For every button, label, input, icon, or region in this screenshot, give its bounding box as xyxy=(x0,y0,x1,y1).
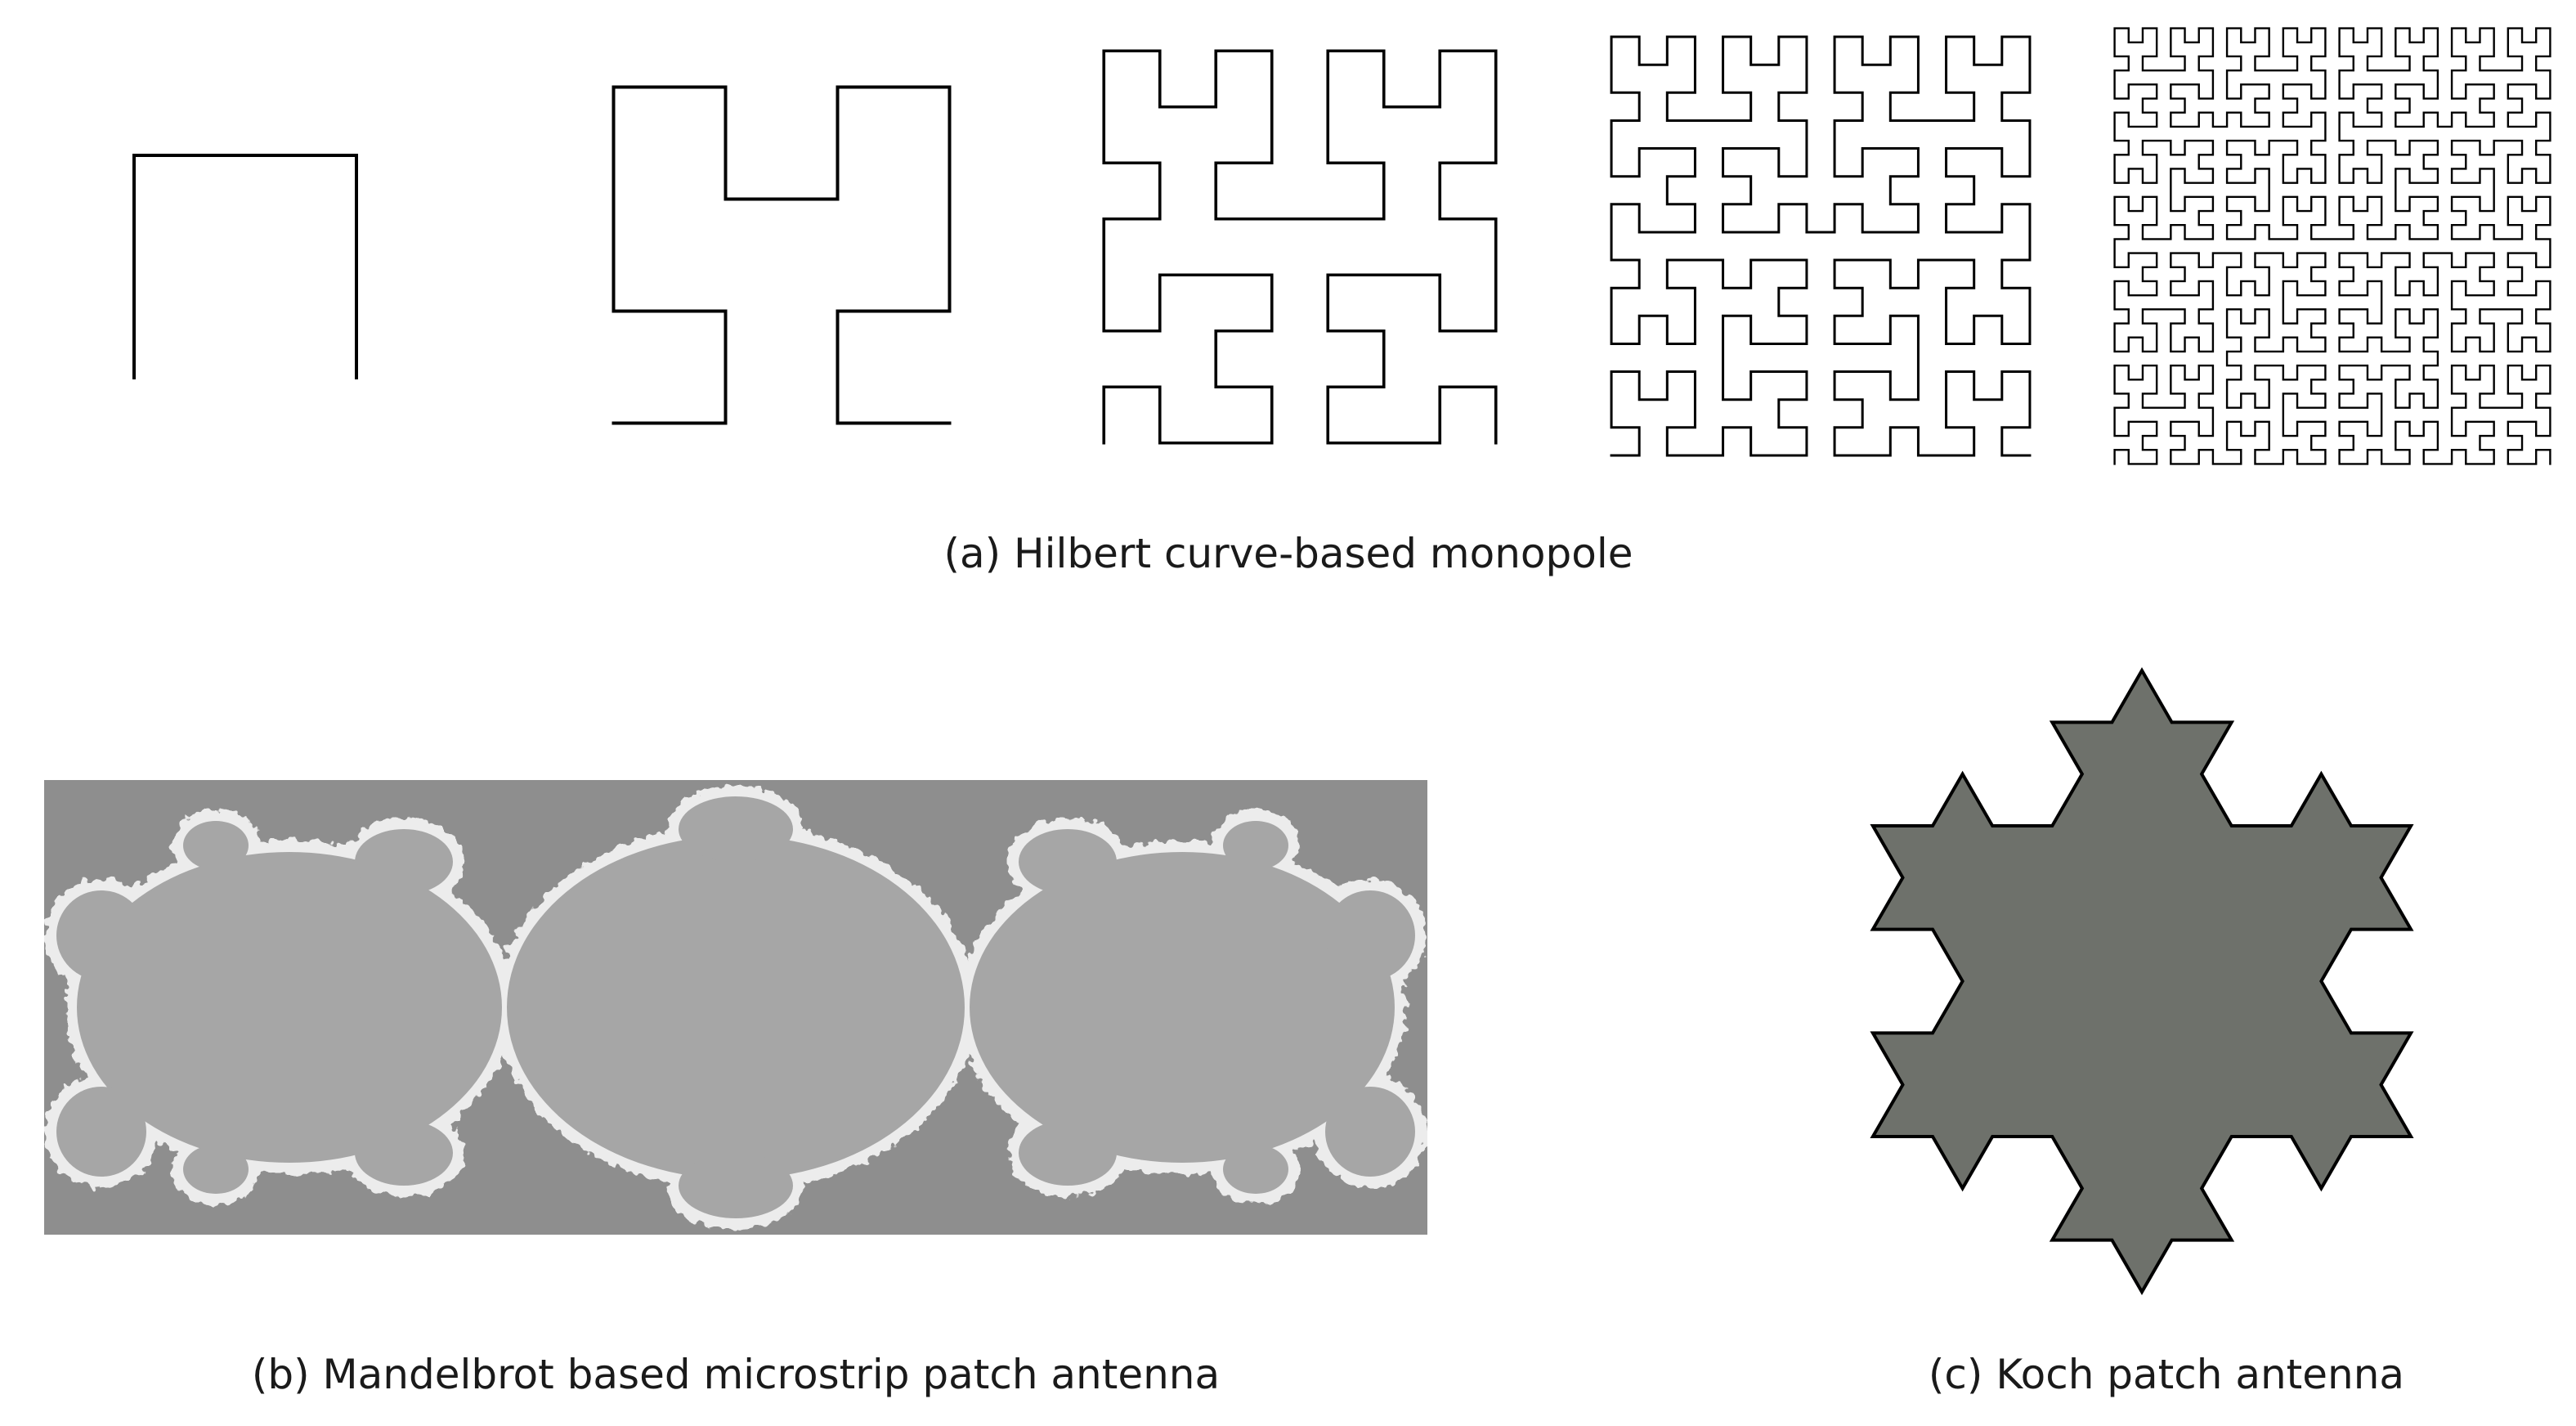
patch-main-lobe xyxy=(77,852,502,1163)
patch-side-bulb xyxy=(679,796,793,862)
patch-side-bulb xyxy=(1325,1087,1415,1177)
caption-hilbert: (a) Hilbert curve-based monopole xyxy=(943,530,1633,577)
hilbert-curve-order-2 xyxy=(612,85,952,425)
koch-snowflake-patch xyxy=(1870,667,2414,1295)
patch-side-bulb xyxy=(183,1145,249,1194)
caption-koch: (c) Koch patch antenna xyxy=(1928,1351,2405,1398)
hilbert-path xyxy=(2113,27,2551,465)
patch-side-bulb xyxy=(183,821,249,870)
hilbert-curve-order-1 xyxy=(132,154,358,379)
patch-side-bulb xyxy=(1223,821,1288,870)
caption-mandelbrot: (b) Mandelbrot based microstrip patch an… xyxy=(251,1351,1221,1398)
patch-side-bulb xyxy=(56,1087,146,1177)
hilbert-curve-order-3 xyxy=(1102,49,1498,445)
patch-main-lobe xyxy=(507,836,965,1179)
patch-side-bulb xyxy=(56,890,146,980)
hilbert-path xyxy=(612,85,952,425)
patch-side-bulb xyxy=(1223,1145,1288,1194)
hilbert-path xyxy=(1102,49,1498,445)
patch-side-bulb xyxy=(1019,829,1117,895)
hilbert-curve-order-4 xyxy=(1610,35,2032,457)
patch-main-lobe xyxy=(970,852,1395,1163)
patch-side-bulb xyxy=(1325,890,1415,980)
hilbert-curve-order-5 xyxy=(2113,27,2551,465)
patch-side-bulb xyxy=(355,829,453,895)
hilbert-path xyxy=(1610,35,2032,457)
hilbert-path xyxy=(132,154,358,379)
mandelbrot-patch-antenna xyxy=(44,780,1427,1235)
patch-body xyxy=(56,796,1415,1218)
patch-side-bulb xyxy=(679,1153,793,1218)
patch-side-bulb xyxy=(1019,1120,1117,1186)
patch-side-bulb xyxy=(355,1120,453,1186)
koch-patch-shape xyxy=(1870,667,2414,1295)
